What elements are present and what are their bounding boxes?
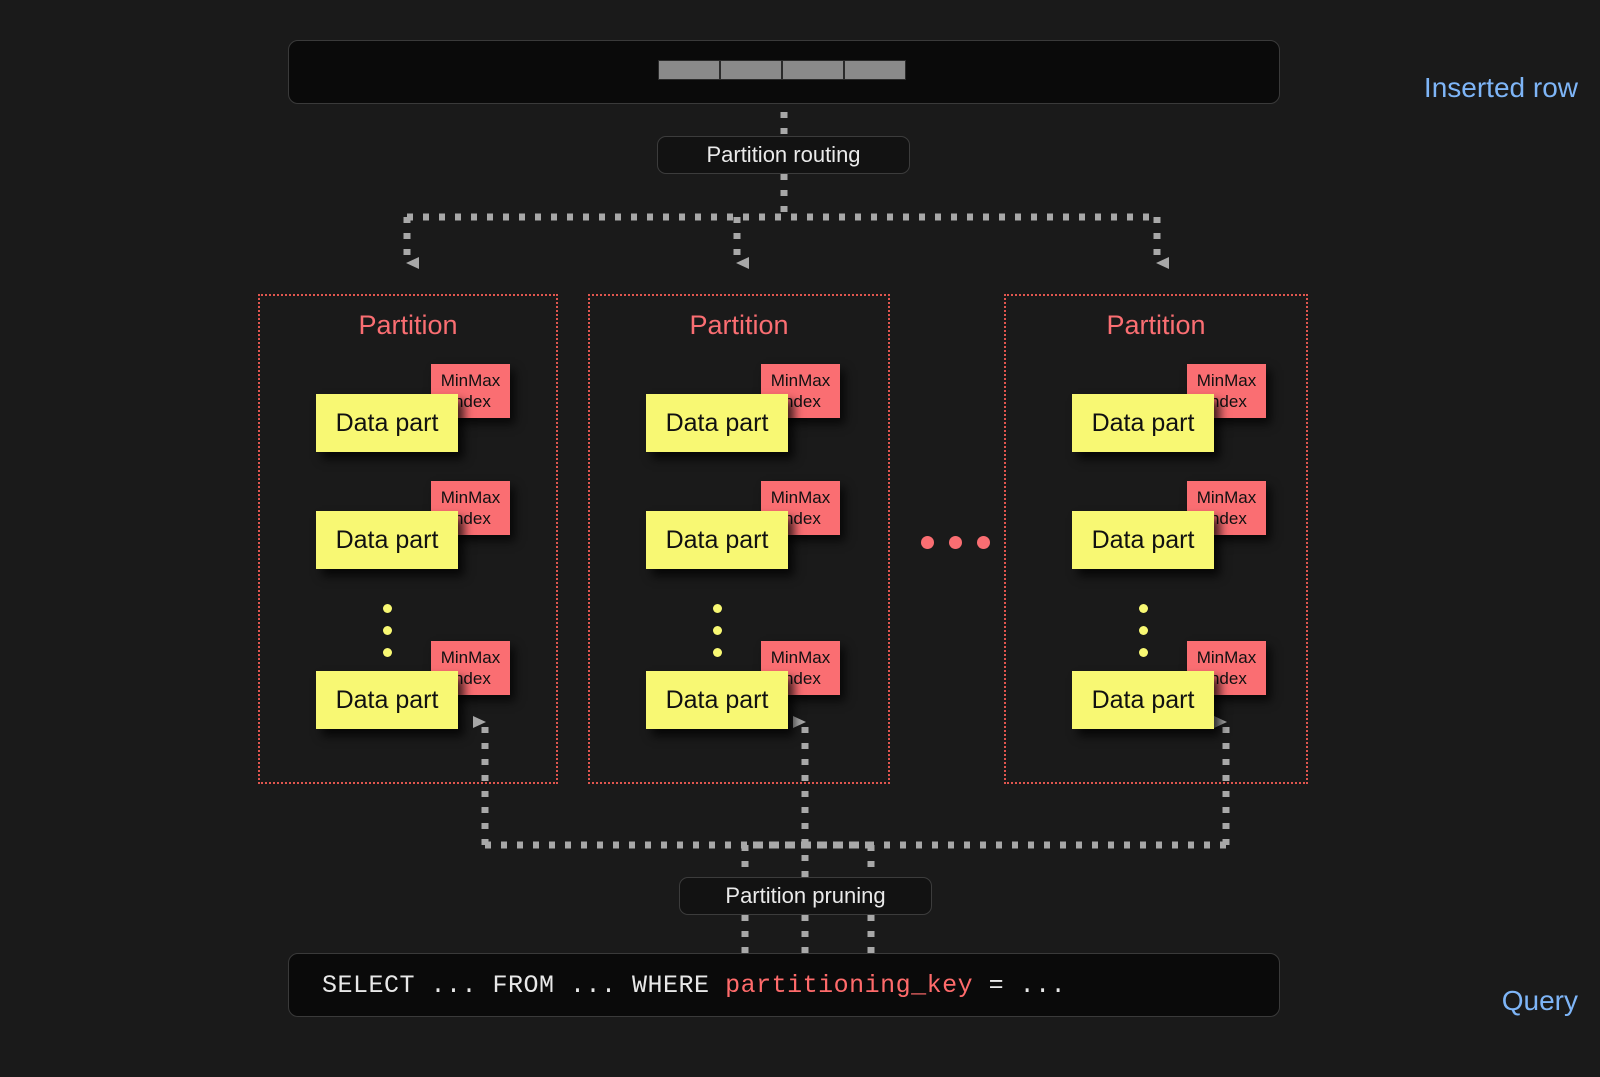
data-part-box[interactable]: Data part [1072,671,1214,729]
query-prefix: SELECT ... FROM ... WHERE [322,970,726,1000]
partition-1[interactable]: Partition MinMax index Data part MinMax … [588,294,890,784]
minmax-line-1: MinMax [1196,371,1257,390]
minmax-line-2: index [780,669,821,688]
query-suffix: = ... [973,970,1067,1000]
minmax-line-2: index [450,392,491,411]
data-part-label: Data part [665,408,769,437]
minmax-line-2: index [1206,509,1247,528]
minmax-line-1: MinMax [1196,488,1257,507]
data-part-box[interactable]: Data part [646,671,788,729]
data-parts-ellipsis [383,604,392,657]
data-part-box[interactable]: Data part [1072,394,1214,452]
row-cell [720,60,782,80]
partition-pruning-box[interactable]: Partition pruning [679,877,932,915]
ellipsis-dot [1139,648,1148,657]
ellipsis-dot [713,604,722,613]
data-part-label: Data part [335,408,439,437]
row-cell [782,60,844,80]
minmax-line-2: index [1206,392,1247,411]
query-partitioning-key: partitioning_key [725,970,974,1000]
data-parts-ellipsis [1139,604,1148,657]
minmax-line-1: MinMax [1196,648,1257,667]
ellipsis-dot [383,626,392,635]
data-part-label: Data part [665,525,769,554]
data-part-box[interactable]: Data part [316,511,458,569]
ellipsis-dot [1139,604,1148,613]
partition-routing-label: Partition routing [706,142,861,167]
row-cell [658,60,720,80]
minmax-index-box: MinMax index [1187,641,1266,695]
minmax-line-1: MinMax [770,648,831,667]
ellipsis-dot [383,648,392,657]
data-part-box[interactable]: Data part [1072,511,1214,569]
ellipsis-dot [383,604,392,613]
ellipsis-dot [921,536,934,549]
ellipsis-dot [713,648,722,657]
data-part-box[interactable]: Data part [316,394,458,452]
row-cell [844,60,906,80]
data-part-label: Data part [665,685,769,714]
minmax-line-2: index [780,392,821,411]
minmax-line-1: MinMax [770,371,831,390]
inserted-row-label: Inserted row [1423,72,1578,103]
data-parts-ellipsis [713,604,722,657]
data-part-label: Data part [1091,408,1195,437]
data-part-label: Data part [335,525,439,554]
minmax-index-box: MinMax index [1187,364,1266,418]
data-part-box[interactable]: Data part [316,671,458,729]
minmax-index-box: MinMax index [431,641,510,695]
ellipsis-dot [713,626,722,635]
partition-title: Partition [358,310,458,340]
minmax-line-2: index [780,509,821,528]
ellipsis-dot [949,536,962,549]
partition-title: Partition [689,310,789,340]
data-part-box[interactable]: Data part [646,511,788,569]
data-part-label: Data part [1091,525,1195,554]
partition-2[interactable]: Partition MinMax index Data part MinMax … [1004,294,1308,784]
query-statement: SELECT ... FROM ... WHERE partitioning_k… [322,953,1066,1017]
minmax-line-1: MinMax [440,488,501,507]
ellipsis-dot [977,536,990,549]
minmax-line-1: MinMax [440,648,501,667]
partitions-ellipsis [921,536,990,549]
partition-0[interactable]: Partition MinMax index Data part MinMax … [258,294,558,784]
minmax-line-1: MinMax [770,488,831,507]
minmax-line-2: index [450,509,491,528]
query-panel [288,953,1280,1017]
partition-pruning-label: Partition pruning [725,883,886,908]
ellipsis-dot [1139,626,1148,635]
inserted-row-cells [658,60,906,80]
minmax-line-2: index [450,669,491,688]
query-label: Query [1501,985,1578,1016]
partition-routing-box[interactable]: Partition routing [657,136,910,174]
data-part-label: Data part [335,685,439,714]
partition-title: Partition [1106,310,1206,340]
data-part-box[interactable]: Data part [646,394,788,452]
data-part-label: Data part [1091,685,1195,714]
minmax-index-box: MinMax index [431,481,510,535]
minmax-line-2: index [1206,669,1247,688]
minmax-line-1: MinMax [440,371,501,390]
